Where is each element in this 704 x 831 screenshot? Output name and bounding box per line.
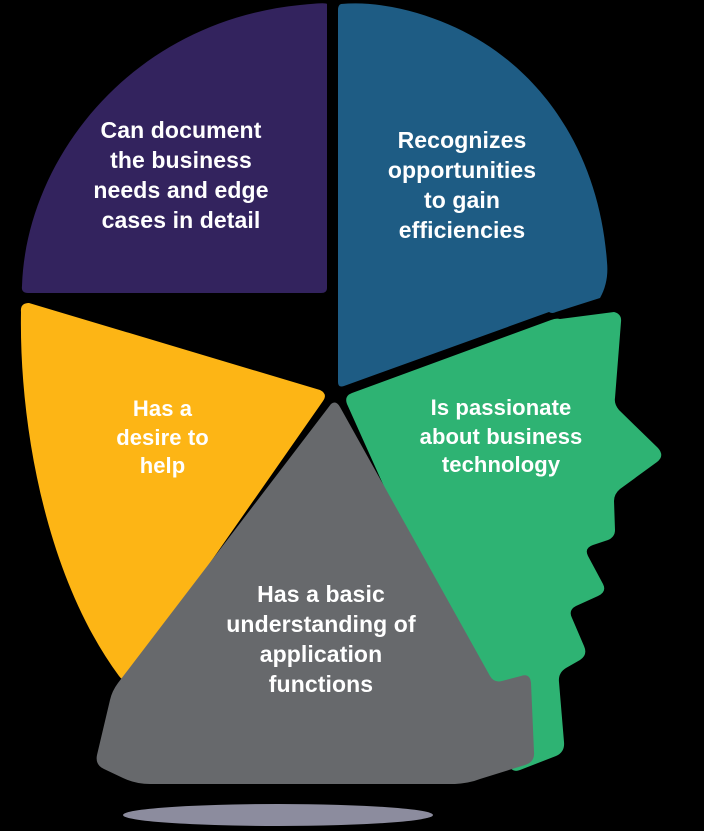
segment-green-face-shape[interactable] xyxy=(346,312,662,771)
ground-shadow-ellipse xyxy=(123,804,433,826)
segment-purple-shape[interactable] xyxy=(21,3,327,293)
segment-blue-shape[interactable] xyxy=(338,3,608,387)
segment-gray-shape[interactable] xyxy=(96,402,535,784)
segment-yellow-shape[interactable] xyxy=(20,303,325,680)
